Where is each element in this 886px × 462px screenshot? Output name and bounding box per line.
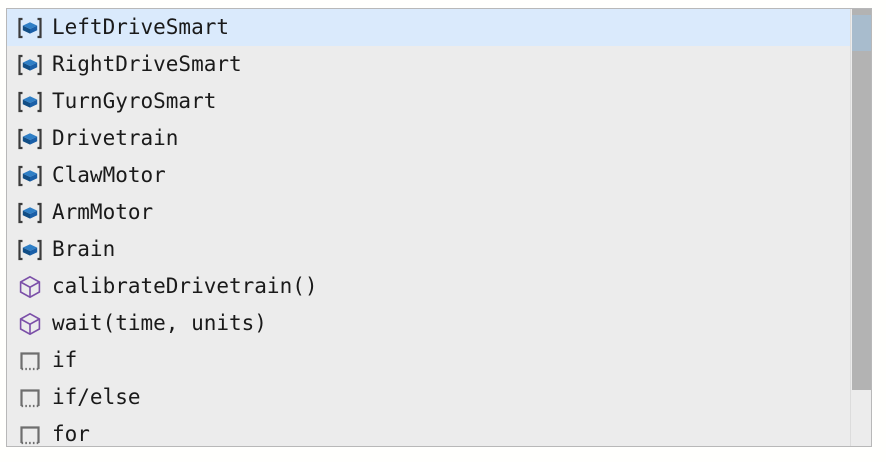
bracketed-blue-cube-icon [17, 200, 43, 226]
list-item-label: for [52, 422, 90, 446]
bracketed-blue-cube-icon [17, 89, 43, 115]
bracketed-blue-cube-icon [17, 237, 43, 263]
list-item-label: wait(time, units) [52, 311, 267, 335]
list-item[interactable]: ArmMotor [7, 194, 871, 231]
list-item-label: TurnGyroSmart [52, 89, 217, 113]
list-item[interactable]: TurnGyroSmart [7, 83, 871, 120]
dotted-bottom-square-icon [17, 385, 43, 411]
bracketed-blue-cube-icon [17, 126, 43, 152]
list-item[interactable]: LeftDriveSmart [7, 9, 871, 46]
bracketed-blue-cube-icon [17, 52, 43, 78]
list-item-label: Drivetrain [52, 126, 179, 150]
list-item-label: ClawMotor [52, 163, 166, 187]
list-item[interactable]: Drivetrain [7, 120, 871, 157]
list-item-label: Brain [52, 237, 116, 261]
scrollbar-thumb-selection-tint [852, 15, 871, 51]
bracketed-blue-cube-icon [17, 15, 43, 41]
list-item-label: RightDriveSmart [52, 52, 242, 76]
list-item[interactable]: calibrateDrivetrain() [7, 268, 871, 305]
list-item[interactable]: Brain [7, 231, 871, 268]
vertical-scrollbar[interactable] [850, 9, 871, 446]
dotted-bottom-square-icon [17, 422, 43, 447]
list-item[interactable]: for [7, 416, 871, 447]
list-item[interactable]: wait(time, units) [7, 305, 871, 342]
list-item[interactable]: RightDriveSmart [7, 46, 871, 83]
list-item-label: ArmMotor [52, 200, 154, 224]
list-item-label: if/else [52, 385, 141, 409]
scrollbar-thumb[interactable] [852, 9, 871, 390]
list-item-label: LeftDriveSmart [52, 15, 230, 39]
list-item[interactable]: if [7, 342, 871, 379]
dotted-bottom-square-icon [17, 348, 43, 374]
list-item[interactable]: ClawMotor [7, 157, 871, 194]
bracketed-blue-cube-icon [17, 163, 43, 189]
list-item-label: if [52, 348, 78, 372]
list-item[interactable]: if/else [7, 379, 871, 416]
purple-cube-outline-icon [17, 311, 43, 337]
purple-cube-outline-icon [17, 274, 43, 300]
list-item-label: calibrateDrivetrain() [52, 274, 318, 298]
